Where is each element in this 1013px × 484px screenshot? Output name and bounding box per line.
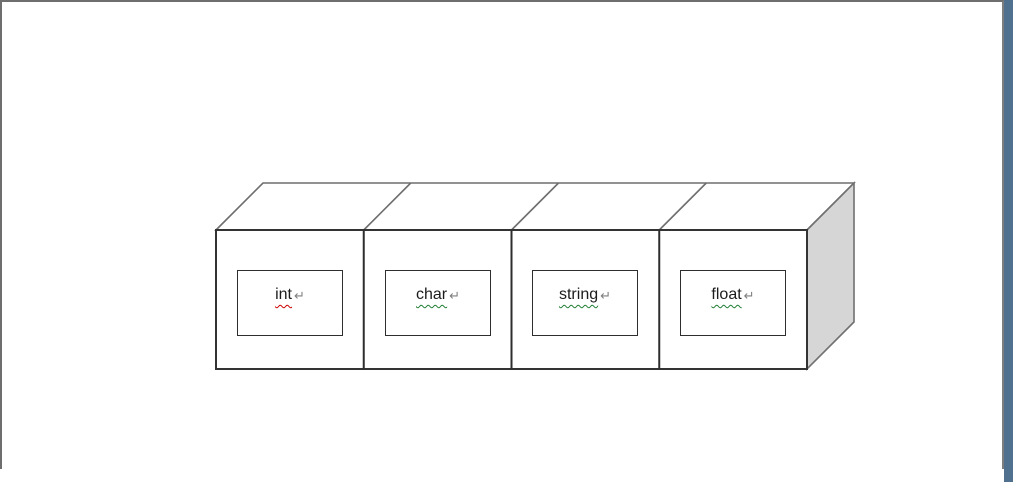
line-break-mark-icon: ↵ <box>743 288 755 303</box>
type-label-int: int <box>275 286 292 303</box>
cube-top-divider-line <box>510 182 560 231</box>
line-break-mark-icon: ↵ <box>449 288 461 303</box>
type-box-float[interactable]: float↵ <box>680 270 786 336</box>
line-break-mark-icon: ↵ <box>294 288 305 303</box>
type-box-int[interactable]: int↵ <box>237 270 343 336</box>
cube-top-divider-line <box>363 182 412 231</box>
scrollbar-strip[interactable] <box>1004 0 1013 482</box>
type-label-float: float <box>711 286 742 303</box>
line-break-mark-icon: ↵ <box>600 288 612 303</box>
document-page: int↵ char↵ string↵ float↵ <box>0 0 1004 469</box>
type-label-string: string <box>558 286 599 303</box>
type-label-char: char <box>415 286 448 303</box>
type-box-char[interactable]: char↵ <box>385 270 491 336</box>
type-box-string[interactable]: string↵ <box>532 270 638 336</box>
cube-top-divider-line <box>658 182 707 231</box>
